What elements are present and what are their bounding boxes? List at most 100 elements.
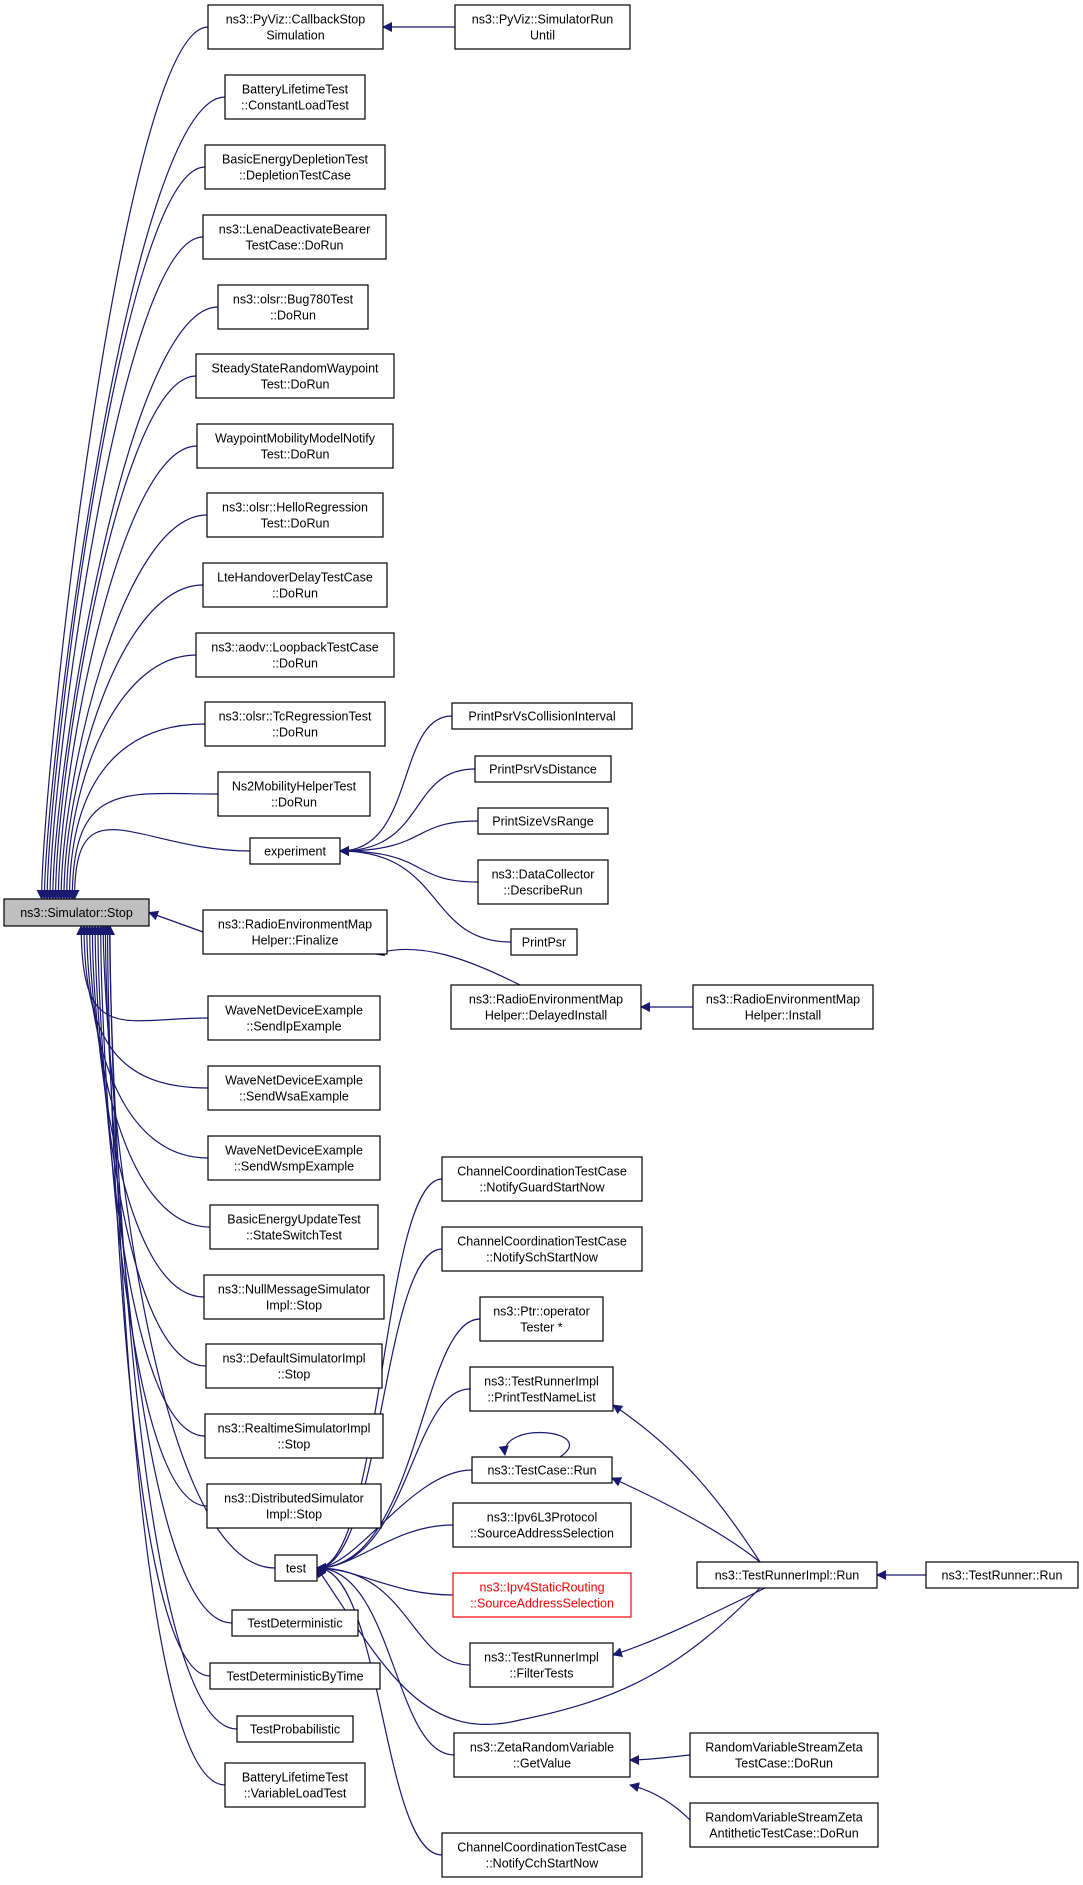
node-ltehandover[interactable]: LteHandoverDelayTestCase::DoRun: [202, 562, 388, 608]
node-wavesendwsa[interactable]: WaveNetDeviceExample::SendWsaExample: [207, 1065, 381, 1111]
node-label: ::SendIpExample: [246, 1020, 341, 1034]
edge-ppcollision-to-experiment: [339, 715, 453, 856]
node-label: Impl::Stop: [266, 1508, 322, 1522]
edge-runnerimplrun-to-tcrun: [611, 1477, 761, 1563]
node-label: Simulation: [266, 29, 324, 43]
node-box: [207, 4, 384, 50]
edge-batconst-to-stop: [39, 96, 226, 900]
node-batvar[interactable]: BatteryLifetimeTest::VariableLoadTest: [224, 1762, 366, 1808]
edge-rvszetaanti-to-zetaget: [629, 1782, 691, 1821]
node-batconst[interactable]: BatteryLifetimeTest::ConstantLoadTest: [224, 74, 366, 120]
node-printlist[interactable]: ns3::TestRunnerImpl::PrintTestNameList: [469, 1366, 614, 1412]
node-label: PrintPsrVsDistance: [489, 763, 597, 777]
node-psizerange[interactable]: PrintSizeVsRange: [477, 807, 609, 835]
edge-runnerimplrun-to-printlist: [612, 1404, 761, 1563]
node-label: ns3::Ipv4StaticRouting: [479, 1581, 604, 1595]
node-box: [441, 1226, 643, 1272]
edge-ipv6sel-to-test: [316, 1524, 454, 1573]
node-box: [195, 632, 395, 678]
node-defaultsim[interactable]: ns3::DefaultSimulatorImpl::Stop: [205, 1343, 383, 1389]
node-cccch[interactable]: ChannelCoordinationTestCase::NotifyCchSt…: [441, 1832, 643, 1878]
node-aodv[interactable]: ns3::aodv::LoopbackTestCase::DoRun: [195, 632, 395, 678]
node-ppcollision[interactable]: PrintPsrVsCollisionInterval: [451, 702, 633, 730]
node-label: ChannelCoordinationTestCase: [457, 1841, 627, 1855]
node-label: Helper::Install: [745, 1009, 821, 1023]
node-ipv6sel[interactable]: ns3::Ipv6L3Protocol::SourceAddressSelect…: [452, 1502, 632, 1548]
node-ns2mob[interactable]: Ns2MobilityHelperTest::DoRun: [217, 771, 371, 817]
node-bug780[interactable]: ns3::olsr::Bug780Test::DoRun: [217, 284, 369, 330]
node-runnerrun[interactable]: ns3::TestRunner::Run: [925, 1561, 1079, 1589]
node-experiment[interactable]: experiment: [249, 837, 341, 865]
node-label: ::PrintTestNameList: [487, 1391, 596, 1405]
edge-testdet-to-stop: [100, 925, 233, 1624]
node-box: [479, 1296, 604, 1342]
node-testdet[interactable]: TestDeterministic: [231, 1609, 359, 1637]
node-zetaget[interactable]: ns3::ZetaRandomVariable::GetValue: [453, 1732, 631, 1778]
node-label: ::NotifyGuardStartNow: [479, 1181, 605, 1195]
node-tcreg[interactable]: ns3::olsr::TcRegressionTest::DoRun: [204, 701, 386, 747]
node-box: [206, 1483, 382, 1529]
node-box: [510, 928, 578, 956]
node-ipv4sel[interactable]: ns3::Ipv4StaticRouting::SourceAddressSel…: [452, 1572, 632, 1618]
node-label: ::FilterTests: [510, 1667, 574, 1681]
node-tcrun[interactable]: ns3::TestCase::Run: [471, 1456, 613, 1484]
node-box: [236, 1715, 354, 1743]
node-box: [453, 1732, 631, 1778]
node-printpsr[interactable]: PrintPsr: [510, 928, 578, 956]
edge-zetaget-to-test: [316, 1563, 455, 1756]
node-realtimesim[interactable]: ns3::RealtimeSimulatorImpl::Stop: [204, 1413, 384, 1459]
node-filtertests[interactable]: ns3::TestRunnerImpl::FilterTests: [469, 1642, 614, 1688]
node-label: ns3::olsr::HelloRegression: [222, 501, 368, 515]
node-label: Helper::DelayedInstall: [485, 1009, 607, 1023]
node-remdelayed[interactable]: ns3::RadioEnvironmentMapHelper::DelayedI…: [450, 984, 642, 1030]
node-box: [209, 1204, 379, 1250]
node-label: TestProbabilistic: [250, 1723, 340, 1737]
node-wavesendwsmp[interactable]: WaveNetDeviceExample::SendWsmpExample: [207, 1135, 381, 1181]
node-label: ns3::ZetaRandomVariable: [470, 1741, 614, 1755]
node-box: [692, 984, 874, 1030]
node-label: ::DoRun: [270, 309, 316, 323]
node-datacollector[interactable]: ns3::DataCollector::DescribeRun: [477, 859, 609, 905]
node-bedep[interactable]: BasicEnergyDepletionTest::DepletionTestC…: [204, 144, 386, 190]
node-stop[interactable]: ns3::Simulator::Stop: [3, 898, 150, 927]
node-box: [203, 1274, 385, 1320]
node-box: [217, 284, 369, 330]
node-label: ::DoRun: [272, 726, 318, 740]
node-testdettime[interactable]: TestDeterministicByTime: [209, 1662, 381, 1690]
node-box: [452, 1572, 632, 1618]
node-ccsch[interactable]: ChannelCoordinationTestCase::NotifySchSt…: [441, 1226, 643, 1272]
node-test[interactable]: test: [274, 1554, 318, 1582]
node-label: ns3::olsr::Bug780Test: [233, 293, 354, 307]
node-label: ns3::PyViz::SimulatorRun: [472, 13, 614, 27]
node-label: TestDeterministic: [247, 1617, 342, 1631]
edge-aodv-to-stop: [61, 654, 197, 900]
node-ppdistance[interactable]: PrintPsrVsDistance: [474, 755, 612, 783]
edge-batvar-to-stop: [105, 925, 226, 1786]
node-runnerimplrun[interactable]: ns3::TestRunnerImpl::Run: [696, 1561, 878, 1589]
node-ccguard[interactable]: ChannelCoordinationTestCase::NotifyGuard…: [441, 1156, 643, 1202]
node-label: ::StateSwitchTest: [246, 1229, 342, 1243]
node-box: [925, 1561, 1079, 1589]
node-label: ns3::RadioEnvironmentMap: [706, 993, 860, 1007]
node-rvszetaanti[interactable]: RandomVariableStreamZetaAntitheticTestCa…: [689, 1802, 879, 1848]
edge-ccsch-to-test: [316, 1248, 443, 1573]
node-box: [450, 984, 642, 1030]
node-testprob[interactable]: TestProbabilistic: [236, 1715, 354, 1743]
node-box: [249, 837, 341, 865]
node-beupdate[interactable]: BasicEnergyUpdateTest::StateSwitchTest: [209, 1204, 379, 1250]
node-box: [217, 771, 371, 817]
node-wavesendip[interactable]: WaveNetDeviceExample::SendIpExample: [207, 995, 381, 1041]
node-box: [224, 1762, 366, 1808]
